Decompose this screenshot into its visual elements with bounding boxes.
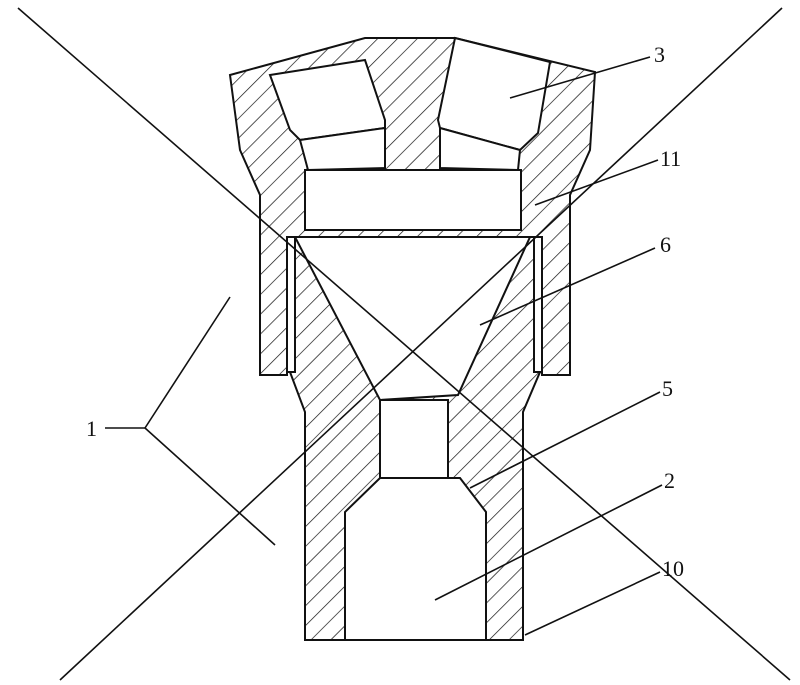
conical-funnel — [293, 236, 532, 402]
label-3: 3 — [654, 42, 665, 67]
insert-walls — [286, 236, 543, 373]
part-labels: 3 11 6 5 2 10 1 — [86, 42, 684, 581]
leader-lines — [105, 56, 663, 636]
throat — [379, 399, 449, 479]
cross-lines — [17, 7, 791, 681]
label-2: 2 — [664, 468, 675, 493]
label-5: 5 — [662, 376, 673, 401]
ring-chamber — [304, 169, 522, 231]
label-10: 10 — [662, 556, 684, 581]
label-1: 1 — [86, 416, 97, 441]
head-recess-floor — [298, 126, 386, 172]
label-6: 6 — [660, 232, 671, 257]
label-11: 11 — [660, 146, 681, 171]
cavities — [268, 36, 552, 641]
outlet-chamber — [344, 477, 487, 641]
